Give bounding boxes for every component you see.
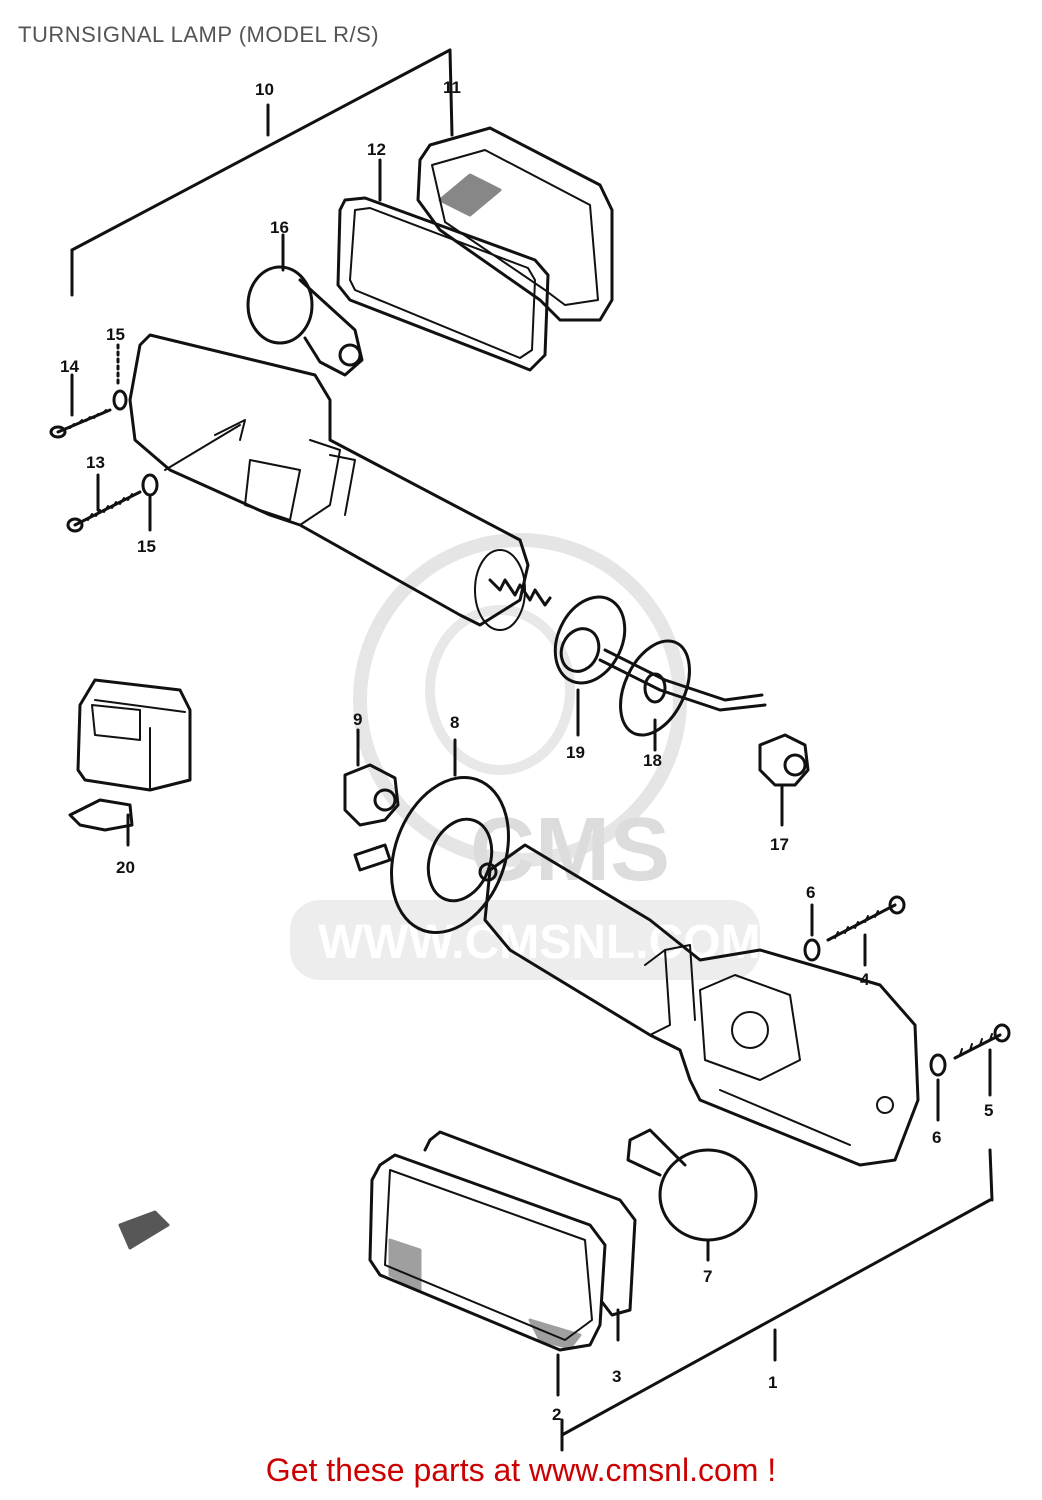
upper-lens-part-11 — [416, 126, 614, 322]
callout-2: 2 — [552, 1405, 561, 1424]
callout-9: 9 — [353, 710, 362, 729]
callout-5: 5 — [984, 1101, 993, 1120]
callout-18: 18 — [643, 751, 662, 770]
gasket-part-12 — [336, 158, 550, 372]
gasket-part-3 — [423, 1130, 637, 1342]
washer-part-8 — [353, 738, 510, 934]
watermark: CMS WWW.CMSNL.COM — [290, 533, 761, 980]
nut-part-17 — [758, 733, 810, 827]
small-part-mark — [118, 1210, 170, 1250]
footer-parts-link[interactable]: Get these parts at www.cmsnl.com ! — [265, 1452, 777, 1488]
callout-15-upper: 15 — [106, 325, 125, 344]
grommet-part-19 — [553, 595, 627, 737]
washer-part-6-upper — [803, 903, 821, 962]
upper-housing — [128, 333, 552, 631]
nut-part-9 — [343, 728, 400, 827]
screw-part-13 — [66, 473, 142, 533]
callout-14: 14 — [60, 357, 79, 376]
page-title: TURNSIGNAL LAMP (MODEL R/S) — [18, 22, 380, 47]
watermark-brand: CMS — [470, 800, 670, 900]
callout-17: 17 — [770, 835, 789, 854]
screw-part-4 — [826, 895, 906, 967]
callout-1: 1 — [768, 1373, 777, 1392]
washer-part-15-lower — [141, 473, 159, 532]
callout-15-lower: 15 — [137, 537, 156, 556]
washer-part-15-upper — [112, 343, 128, 411]
callout-10: 10 — [255, 80, 274, 99]
callout-16: 16 — [270, 218, 289, 237]
bulb-part-16 — [246, 233, 364, 377]
callout-11: 11 — [443, 78, 461, 97]
washer-part-6-lower — [929, 1053, 947, 1122]
callout-6-upper: 6 — [806, 883, 815, 902]
callout-4: 4 — [860, 970, 870, 989]
assembly-bracket-upper — [70, 48, 454, 297]
lens-part-2 — [368, 1153, 607, 1397]
callout-8: 8 — [450, 713, 459, 732]
callout-7: 7 — [703, 1267, 712, 1286]
callout-3: 3 — [612, 1367, 621, 1386]
screw-part-14 — [49, 373, 112, 439]
callout-12: 12 — [367, 140, 386, 159]
bulb-part-7 — [626, 1128, 758, 1262]
lower-housing — [478, 843, 920, 1167]
callout-6-lower: 6 — [932, 1128, 941, 1147]
assembly-bracket-lower — [560, 1148, 994, 1452]
watermark-url: WWW.CMSNL.COM — [318, 916, 761, 969]
relay-part-20 — [68, 678, 192, 847]
screw-part-5 — [953, 1023, 1011, 1097]
callout-20: 20 — [116, 858, 135, 877]
callout-19: 19 — [566, 743, 585, 762]
washer-part-18 — [598, 639, 767, 752]
callout-13: 13 — [86, 453, 105, 472]
